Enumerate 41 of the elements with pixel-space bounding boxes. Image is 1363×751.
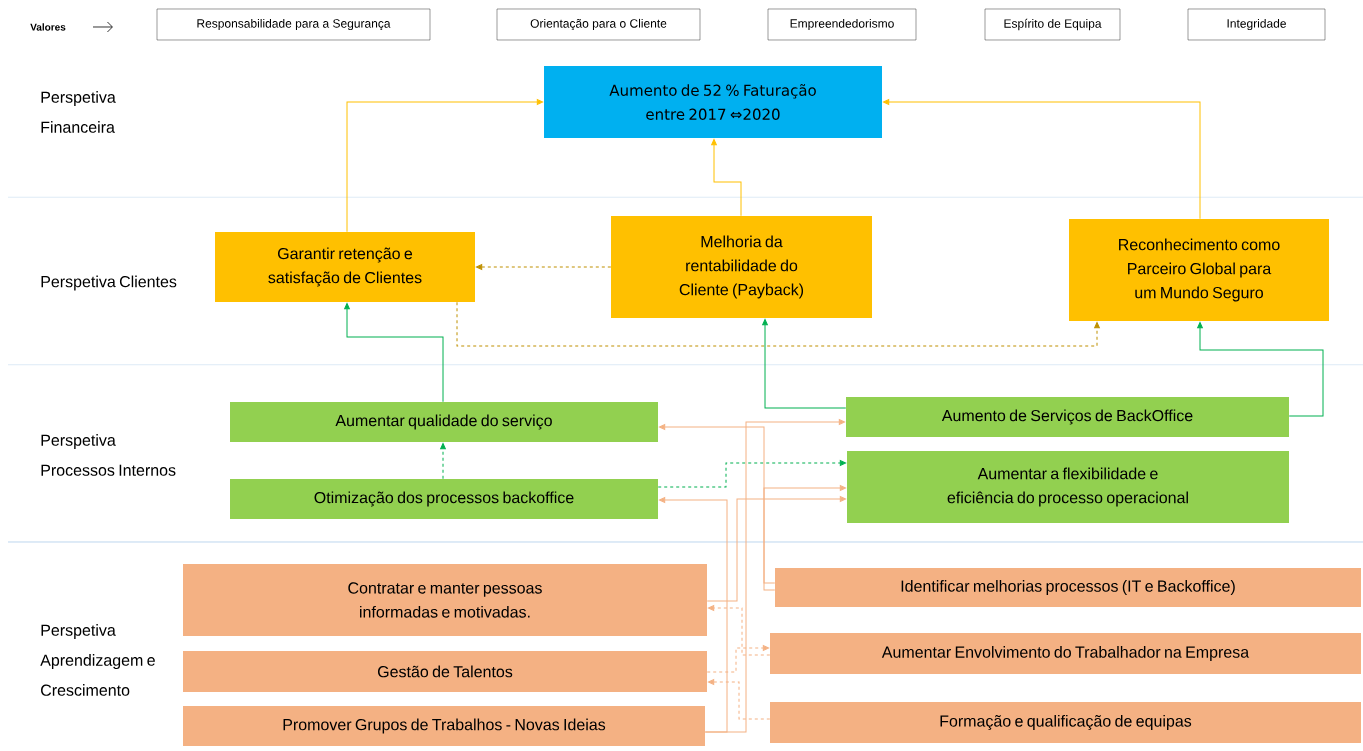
objective-box: Identificar melhorias processos (IT e Backoffice) — [775, 568, 1361, 607]
objective-box: Otimização dos processos backoffice — [230, 479, 658, 519]
arrow — [346, 99, 544, 233]
objective-box: Promover Grupos de Trabalhos - Novas Ideias — [183, 706, 705, 746]
arrow — [883, 99, 1201, 220]
arrow — [476, 264, 612, 270]
arrow — [1197, 321, 1324, 417]
arrow — [344, 302, 444, 403]
value-box: Orientação para o Cliente — [496, 8, 701, 41]
arrow — [440, 442, 446, 480]
objective-box: Aumentar Envolvimento do Trabalhador na Empresa — [770, 633, 1361, 674]
arrow — [706, 645, 770, 673]
arrow — [659, 497, 728, 733]
perspective-label: Perspetiva Processos Internos — [41, 434, 176, 476]
objective-box: Aumentar qualidade do serviço — [230, 402, 658, 442]
objective-box: Melhoria da rentabilidade do Cliente (Payback) — [611, 216, 872, 318]
perspective-label: Perspetiva Clientes — [41, 275, 177, 291]
arrow — [659, 424, 776, 591]
value-box: Espírito de Equipa — [984, 8, 1121, 41]
values-label: Valores — [30, 23, 66, 31]
perspective-label: Perspetiva Aprendizagem e Crescimento — [40, 624, 155, 696]
arrow — [762, 318, 847, 409]
objective-box: Contratar e manter pessoas informadas e motivadas. — [183, 564, 707, 636]
arrow — [763, 485, 847, 584]
arrow — [708, 679, 771, 720]
objective-box: Aumento de Serviços de BackOffice — [846, 397, 1289, 437]
objective-box: Aumentar a flexibilidade e eficiência do processo operacional — [847, 451, 1289, 523]
objective-box: Reconhecimento como Parceiro Global para um Mundo Seguro — [1069, 219, 1329, 321]
arrow — [456, 301, 1100, 347]
value-box: Integridade — [1187, 8, 1326, 41]
arrow — [706, 496, 847, 602]
objective-box: Garantir retenção e satisfação de Clientes — [215, 232, 475, 302]
value-box: Empreendedorismo — [767, 8, 917, 41]
perspective-label: Perspetiva Financeira — [41, 91, 116, 133]
objective-box: Gestão de Talentos — [183, 651, 707, 692]
goal-box: Aumento de 52 % Faturação entre 2017 ⇔2020 — [544, 66, 882, 138]
arrow — [711, 138, 742, 217]
arrow — [708, 605, 771, 656]
arrow — [657, 460, 847, 488]
value-box: Responsabilidade para a Segurança — [156, 8, 431, 41]
objective-box: Formação e qualificação de equipas — [770, 702, 1361, 743]
